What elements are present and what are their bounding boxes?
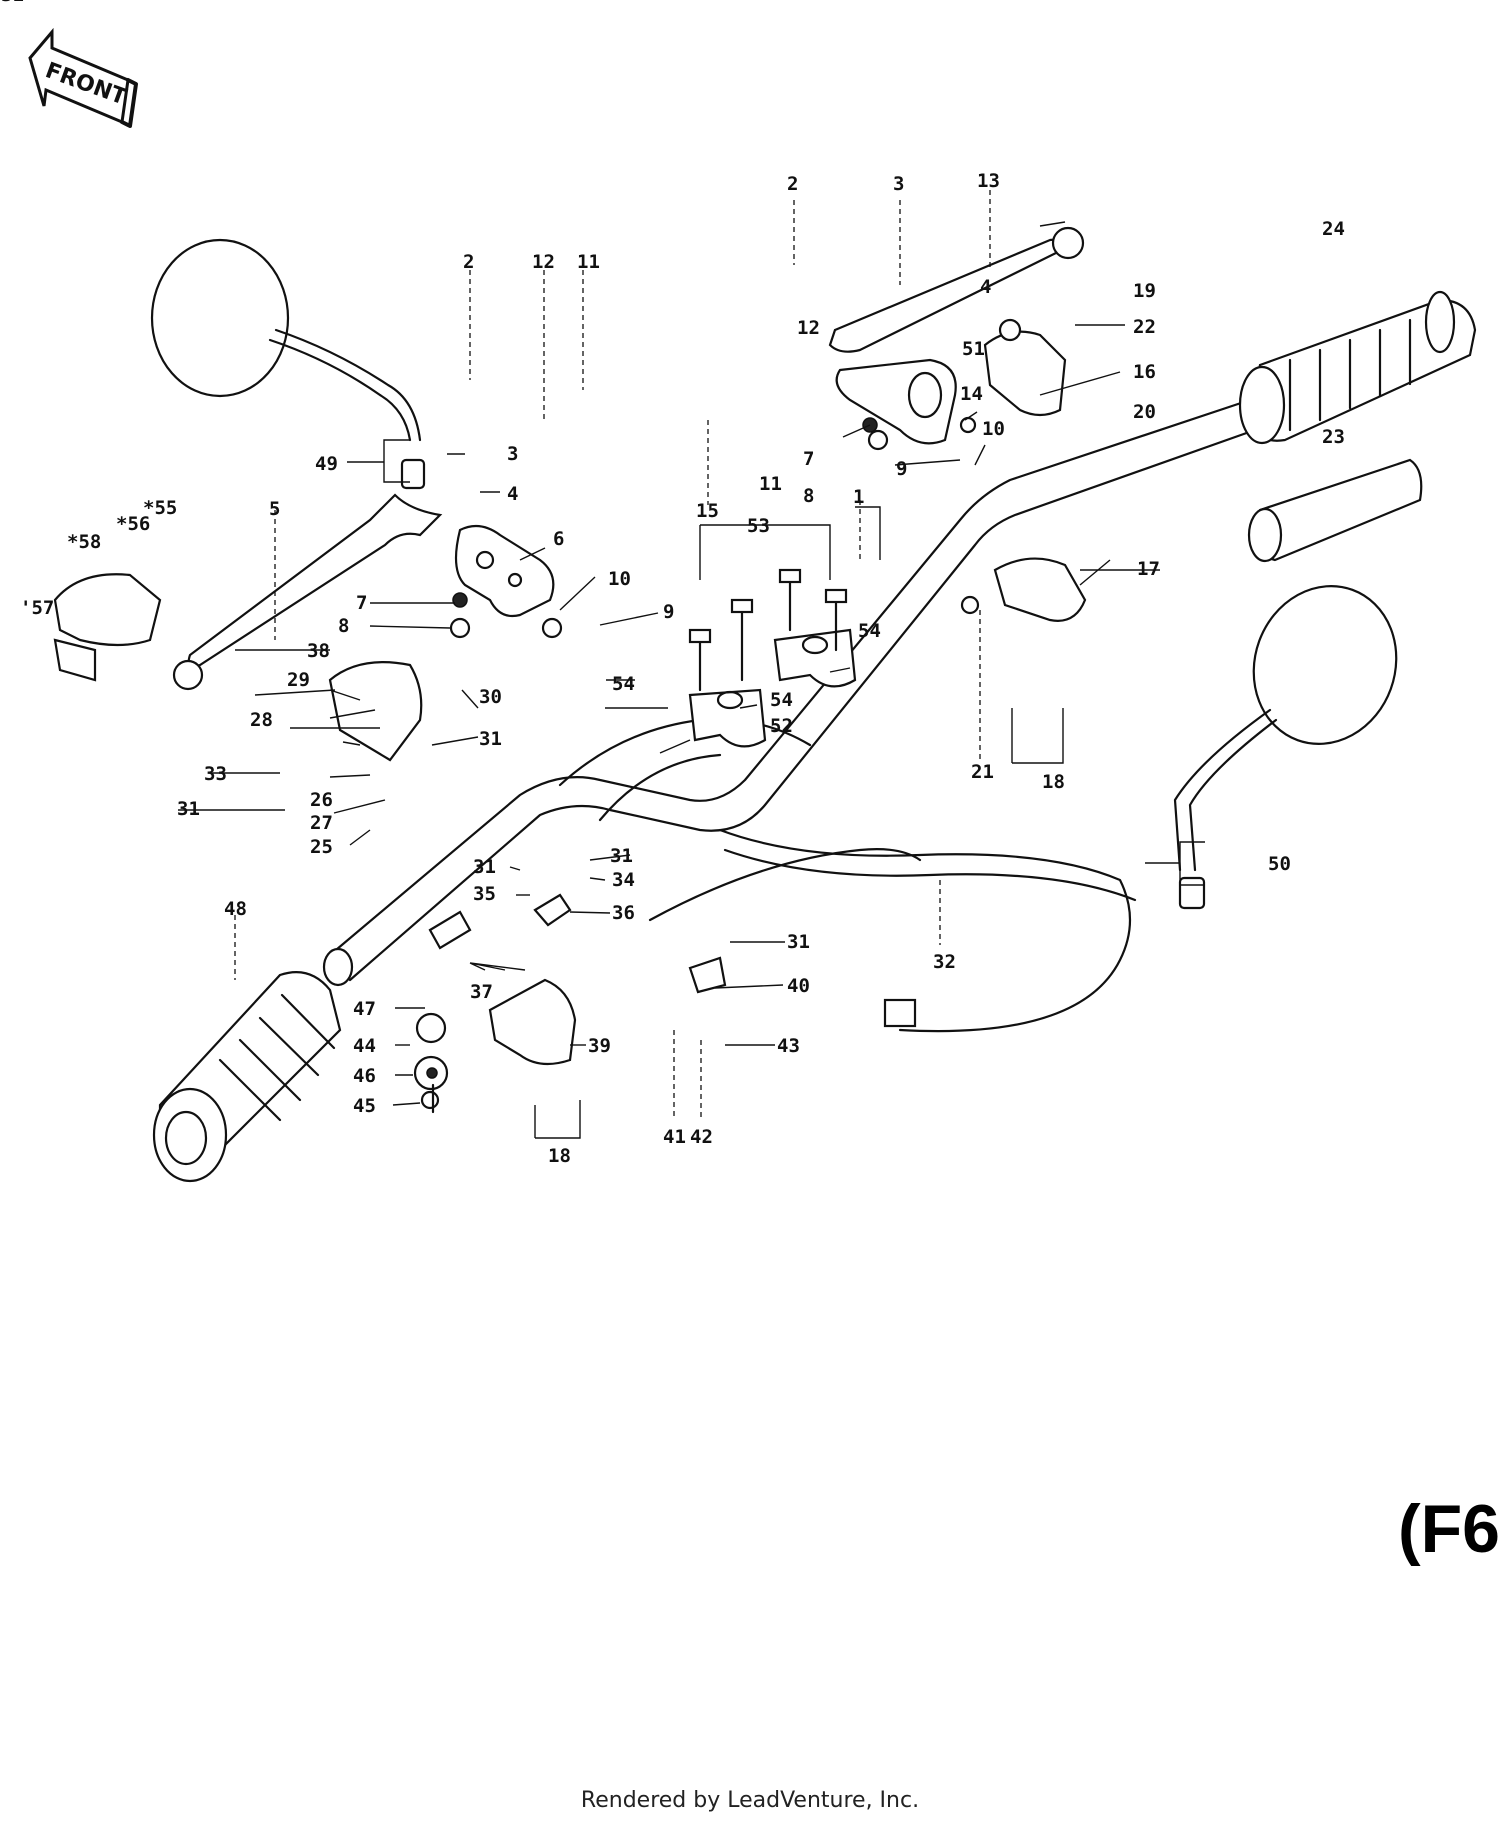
callout-5: 5 [269,498,280,520]
callout-7: 7 [356,592,367,614]
left-lever-bracket [454,524,555,618]
callout-49: 49 [315,453,338,475]
callout-39: 39 [588,1035,611,1057]
callout-20: 20 [1133,401,1156,423]
right-switch-housing [983,330,1087,622]
callout-54: 54 [770,689,793,711]
callout-43: 43 [777,1035,800,1057]
callout-6: 6 [553,528,564,550]
callout-14: 14 [960,383,983,405]
callout-2: 2 [787,173,798,195]
callout-7: 7 [803,448,814,470]
callout-51: 51 [962,338,985,360]
callout-32: 32 [933,951,956,973]
callout-56: *56 [116,513,150,535]
callout-36: 36 [612,902,635,924]
callout-31: 31 [610,845,633,867]
callout-22: 22 [1133,316,1156,338]
callout-25: 25 [310,836,333,858]
small-hardware [413,318,1022,1114]
callout-labels: 2 2 3 3 4 4 5 6 7 7 8 8 9 9 10 10 11 11 … [1,0,1345,1167]
left-mirror [150,238,426,490]
callout-3: 3 [893,173,904,195]
throttle-tube [1247,458,1423,563]
callout-31: 31 [787,931,810,953]
callout-2: 2 [463,251,474,273]
right-lever-bracket [835,358,957,445]
callout-45: 45 [353,1095,376,1117]
callout-24: 24 [1322,218,1345,240]
callout-48: 48 [224,898,247,920]
callout-10: 10 [608,568,631,590]
callout-11: 11 [759,473,782,495]
callout-34: 34 [612,869,635,891]
callout-12: 12 [797,317,820,339]
brake-lever [828,226,1085,353]
clamp-bolts [688,568,848,692]
callout-33: 33 [204,763,227,785]
left-switch-58 [53,573,162,682]
callout-11: 11 [577,251,600,273]
left-grip [152,971,342,1183]
callout-55: *55 [143,497,177,519]
callout-38: 38 [307,640,330,662]
callout-4: 4 [980,276,991,298]
callout-9: 9 [663,601,674,623]
footer-credit: Rendered by LeadVenture, Inc. [580,1788,920,1813]
callout-12: 12 [532,251,555,273]
callout-57: '57 [20,597,54,619]
figure-code: (F6 [1398,1491,1500,1567]
left-switch-housing [328,661,577,1066]
callout-18: 18 [548,1145,571,1167]
callout-23: 23 [1322,426,1345,448]
callout-41: 41 [663,1126,686,1148]
callout-44: 44 [353,1035,376,1057]
callout-31: 31 [177,798,200,820]
callout-8: 8 [338,615,349,637]
callout-16: 16 [1133,361,1156,383]
callout-4: 4 [507,483,518,505]
callout-31: 31 [1,0,24,6]
callout-19: 19 [1133,280,1156,302]
callout-47: 47 [353,998,376,1020]
callout-leaders [178,221,1205,1139]
callout-1: 1 [853,486,864,508]
callout-9: 9 [896,458,907,480]
callout-28: 28 [250,709,273,731]
callout-46: 46 [353,1065,376,1087]
right-mirror [1173,585,1398,910]
callout-54: 54 [612,673,635,695]
callout-31: 31 [479,728,502,750]
callout-29: 29 [287,669,310,691]
callout-18: 18 [1042,771,1065,793]
callout-3: 3 [507,443,518,465]
wire-harness [648,828,1137,1033]
callout-13: 13 [977,170,1000,192]
callout-31: 31 [473,856,496,878]
callout-50: 50 [1268,853,1291,875]
callout-37: 37 [470,981,493,1003]
callout-17: 17 [1137,558,1160,580]
callout-21: 21 [971,761,994,783]
front-arrow-icon: FRONT [28,27,138,128]
callout-53: 53 [747,515,770,537]
callout-27: 27 [310,812,333,834]
callout-8: 8 [803,485,814,507]
callout-30: 30 [479,686,502,708]
callout-10: 10 [982,418,1005,440]
clutch-lever [172,493,443,691]
callout-42: 42 [690,1126,713,1148]
right-grip [1238,290,1477,445]
callout-15: 15 [696,500,719,522]
callout-52: 52 [770,715,793,737]
callout-26: 26 [310,789,333,811]
callout-40: 40 [787,975,810,997]
callout-54: 54 [858,620,881,642]
callout-58: *58 [67,531,101,553]
callout-35: 35 [473,883,496,905]
leader-lines [234,190,991,1120]
